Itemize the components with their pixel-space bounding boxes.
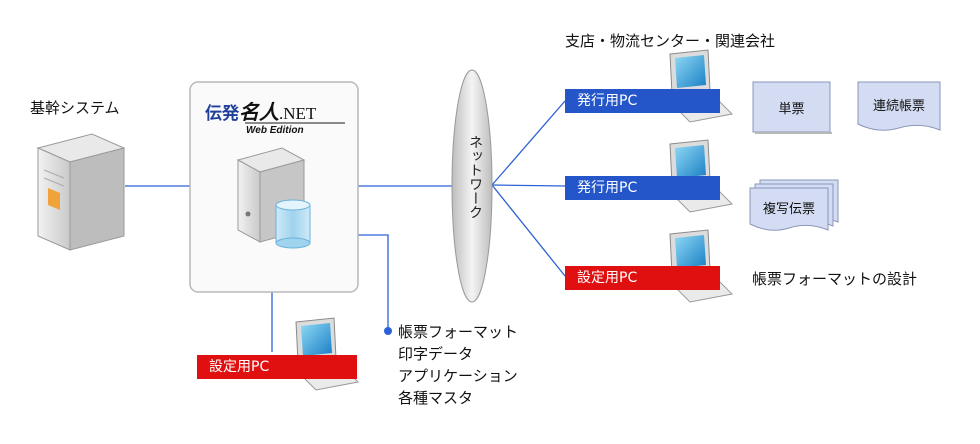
product-edition: Web Edition <box>246 125 304 136</box>
product-name-c: .NET <box>279 104 317 123</box>
data-item: 各種マスタ <box>398 389 474 407</box>
doc-carbon-label: 複写伝票 <box>762 202 815 217</box>
setup-pc-badge-left: 設定用PC <box>197 355 357 379</box>
database-icon <box>275 199 311 249</box>
product-logo: 伝発名人.NET <box>205 96 316 125</box>
data-item: アプリケーション <box>398 367 518 385</box>
core-system-label: 基幹システム <box>30 99 120 117</box>
doc-continuous-icon <box>857 81 941 131</box>
branch-label: 支店・物流センター・関連会社 <box>565 32 776 50</box>
format-design-label: 帳票フォーマットの設計 <box>752 270 918 288</box>
product-name-b: 名人 <box>239 100 279 124</box>
network-oval <box>451 69 493 303</box>
doc-carbon-icon <box>749 179 839 231</box>
network-label: ネットワーク <box>467 135 483 219</box>
issue-pc-badge-1: 発行用PC <box>565 89 720 113</box>
data-item: 印字データ <box>398 345 474 363</box>
setup-pc-badge-right: 設定用PC <box>565 266 720 290</box>
doc-single-icon <box>752 81 832 134</box>
pc-icon-setup-left <box>294 317 360 391</box>
product-name-a: 伝発 <box>205 104 239 124</box>
core-server-icon <box>36 133 126 251</box>
data-link-dot-end <box>384 327 392 335</box>
doc-single-label: 単票 <box>778 102 805 117</box>
issue-pc-badge-2: 発行用PC <box>565 176 720 200</box>
doc-continuous-label: 連続帳票 <box>872 99 925 114</box>
data-items-list: 帳票フォーマット 印字データ アプリケーション 各種マスタ <box>398 321 518 409</box>
data-item: 帳票フォーマット <box>398 323 519 341</box>
